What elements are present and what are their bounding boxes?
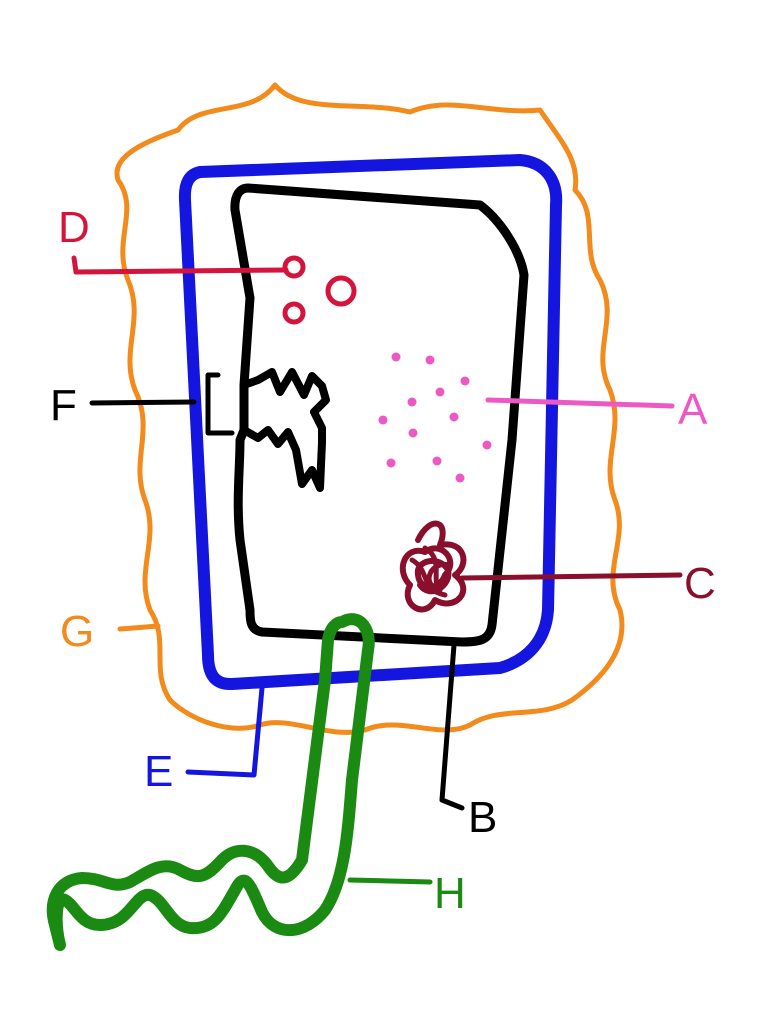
ribosome-dot — [425, 355, 435, 365]
cell-wall-outline — [178, 154, 563, 690]
label-d: D — [58, 203, 90, 252]
plasmids — [282, 255, 357, 325]
ribosome-dot — [460, 376, 470, 386]
ribosome-dot — [391, 352, 401, 362]
plasmid-circle — [325, 275, 357, 307]
ribosome-dot — [432, 456, 442, 466]
ribosome-dots — [378, 352, 492, 483]
leader-line-c — [459, 572, 683, 581]
label-g: G — [60, 607, 94, 656]
capsule-outline — [114, 82, 625, 735]
leader-line-a — [485, 397, 675, 409]
nucleoid-scribble — [399, 520, 467, 613]
plasmid-circle — [282, 301, 306, 325]
cell-membrane-outline — [230, 183, 529, 647]
ribosome-dot — [407, 397, 417, 407]
ribosome-dot — [482, 440, 492, 450]
ribosome-dot — [435, 387, 445, 397]
label-b: B — [468, 793, 497, 842]
label-f: F — [50, 381, 77, 430]
leader-line-d — [71, 255, 289, 275]
label-e: E — [144, 747, 173, 796]
ribosome-dot — [449, 412, 459, 422]
leader-line-e — [185, 685, 265, 778]
pili-zigzag — [240, 368, 330, 492]
leader-line-h — [347, 877, 433, 885]
ribosome-dot — [378, 415, 388, 425]
label-c: C — [684, 559, 716, 608]
label-a: A — [678, 385, 708, 434]
ribosome-dot — [386, 458, 396, 468]
flagellum — [46, 613, 375, 951]
leader-line-f — [89, 372, 235, 436]
leader-line-g — [117, 623, 161, 632]
ribosome-dot — [408, 428, 418, 438]
plasmid-circle — [282, 255, 306, 279]
leader-line-b — [439, 642, 465, 811]
label-h: H — [434, 869, 466, 918]
ribosome-dot — [455, 473, 465, 483]
